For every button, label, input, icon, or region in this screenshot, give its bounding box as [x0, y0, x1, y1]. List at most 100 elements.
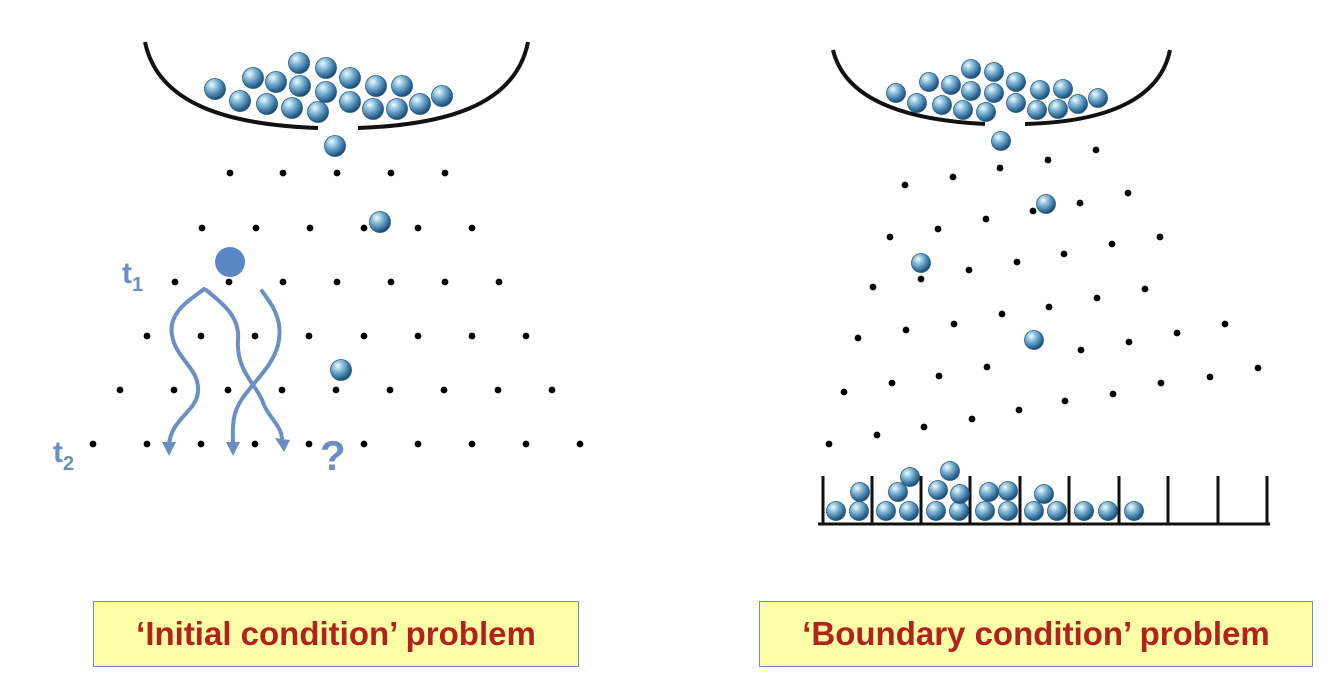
ball — [1074, 501, 1094, 521]
ball — [941, 75, 961, 95]
peg — [576, 440, 584, 448]
ball — [1047, 501, 1067, 521]
peg — [1206, 373, 1214, 381]
peg — [935, 372, 943, 380]
peg — [278, 386, 286, 394]
peg — [1125, 338, 1133, 346]
peg — [386, 386, 394, 394]
peg — [1013, 258, 1021, 266]
boundary-condition-caption: ‘Boundary condition’ problem — [759, 601, 1313, 667]
peg — [886, 233, 894, 241]
peg — [1029, 207, 1037, 215]
ball — [1068, 94, 1088, 114]
label-t1: t1 — [122, 257, 143, 296]
ball — [850, 482, 870, 502]
ball — [961, 81, 981, 101]
ball — [307, 101, 329, 123]
question-mark: ? — [320, 432, 346, 479]
peg — [1173, 329, 1181, 337]
peg — [1015, 406, 1023, 414]
peg — [170, 386, 178, 394]
peg — [869, 283, 877, 291]
peg — [1108, 240, 1116, 248]
trajectory-paths — [167, 287, 284, 446]
peg — [548, 386, 556, 394]
peg — [143, 332, 151, 340]
right-pegs — [825, 146, 1262, 448]
peg — [197, 332, 205, 340]
ball — [1088, 88, 1108, 108]
bin-walls — [821, 476, 1269, 524]
peg — [968, 415, 976, 423]
peg — [360, 332, 368, 340]
peg — [996, 164, 1004, 172]
peg — [332, 386, 340, 394]
peg — [1045, 303, 1053, 311]
ball — [1006, 72, 1026, 92]
ball — [998, 481, 1018, 501]
peg — [387, 278, 395, 286]
peg — [468, 440, 476, 448]
ball — [1024, 501, 1044, 521]
ball — [1053, 79, 1073, 99]
ball — [1034, 484, 1054, 504]
ball — [1124, 501, 1144, 521]
ball — [900, 467, 920, 487]
peg — [387, 169, 395, 177]
trajectory-arrowheads — [162, 438, 290, 456]
trajectory-path — [230, 289, 282, 446]
ball — [899, 501, 919, 521]
ball — [369, 211, 391, 233]
ball — [888, 482, 908, 502]
ball — [365, 75, 387, 97]
ball — [288, 52, 310, 74]
peg — [982, 215, 990, 223]
left-falling-balls — [330, 211, 391, 381]
peg — [226, 169, 234, 177]
peg — [1254, 364, 1262, 372]
ball — [926, 501, 946, 521]
peg — [468, 332, 476, 340]
peg — [934, 225, 942, 233]
arrowhead-icon — [162, 442, 176, 456]
peg — [522, 332, 530, 340]
peg — [333, 169, 341, 177]
ball — [431, 85, 453, 107]
peg — [360, 440, 368, 448]
peg — [1124, 189, 1132, 197]
peg — [89, 440, 97, 448]
peg — [1061, 397, 1069, 405]
ball — [265, 71, 287, 93]
label-t2: t2 — [53, 436, 74, 475]
peg — [441, 278, 449, 286]
ball — [932, 95, 952, 115]
peg — [171, 278, 179, 286]
arrowhead-icon — [226, 442, 240, 456]
arrowhead-icon — [275, 438, 290, 452]
peg — [279, 169, 287, 177]
ball — [907, 93, 927, 113]
peg — [825, 440, 833, 448]
ball — [984, 83, 1004, 103]
peg — [440, 386, 448, 394]
peg — [1141, 285, 1149, 293]
peg — [224, 386, 232, 394]
right-galton-board — [818, 49, 1270, 526]
ball — [975, 501, 995, 521]
peg — [225, 278, 233, 286]
left-galton-board: t1 t2 ? — [53, 41, 584, 479]
ball — [976, 102, 996, 122]
ball — [1006, 93, 1026, 113]
ball — [991, 131, 1011, 151]
ball — [289, 75, 311, 97]
peg — [840, 388, 848, 396]
peg — [305, 332, 313, 340]
ball — [849, 501, 869, 521]
peg — [143, 440, 151, 448]
peg — [198, 224, 206, 232]
left-hopper — [143, 41, 530, 130]
ball — [242, 67, 264, 89]
ball — [315, 81, 337, 103]
peg — [1044, 156, 1052, 164]
